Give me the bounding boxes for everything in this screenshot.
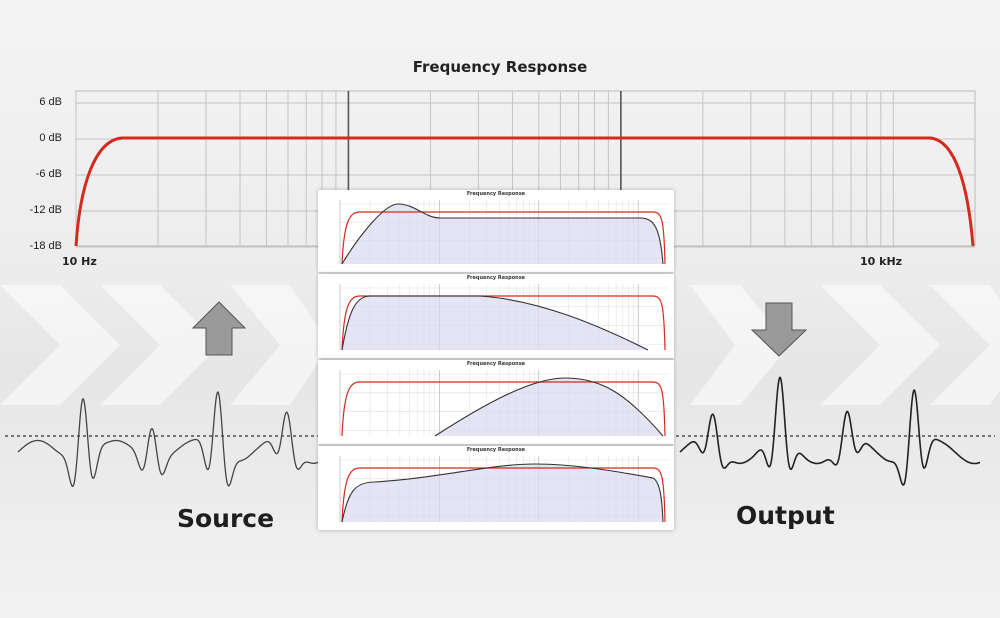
background-chevrons	[0, 285, 1000, 405]
mini-chart-plot	[339, 370, 668, 437]
y-tick-label: 0 dB	[39, 132, 62, 144]
main-chart-title: Frequency Response	[412, 58, 588, 76]
mini-chart-plot	[339, 200, 668, 265]
chevron-shape	[100, 285, 220, 405]
mini-chart-plot	[339, 456, 668, 523]
chevron-shape	[820, 285, 940, 405]
mini-chart-4: Frequency Response	[318, 446, 674, 530]
mini-response-curve	[341, 467, 666, 523]
mini-filter-fill	[342, 464, 663, 522]
mini-filter-curve	[434, 377, 664, 437]
mini-chart-2: Frequency Response	[318, 274, 674, 358]
mini-chart-title: Frequency Response	[466, 361, 526, 367]
mini-chart-1: Frequency Response	[318, 190, 674, 272]
y-tick-label: -6 dB	[35, 168, 62, 180]
chevron-shape	[0, 285, 120, 405]
mini-chart-3: Frequency Response	[318, 360, 674, 444]
y-tick-label: -12 dB	[29, 204, 62, 216]
chevron-shape	[690, 285, 790, 405]
mini-chart-plot	[339, 284, 668, 351]
mini-response-curve	[341, 295, 666, 351]
x-tick-label: 10 Hz	[62, 255, 97, 268]
source-label: Source	[177, 504, 275, 533]
y-tick-label: 6 dB	[39, 96, 62, 108]
mini-chart-title: Frequency Response	[466, 275, 526, 281]
mini-filter-curve	[341, 203, 664, 265]
arrow-down-icon	[750, 302, 808, 357]
y-tick-label: -18 dB	[29, 240, 62, 252]
mini-filter-curve	[341, 463, 664, 523]
mini-response-curve	[341, 211, 666, 265]
chevron-shape	[230, 285, 330, 405]
mini-filter-fill	[342, 204, 663, 264]
source-waveform	[17, 391, 323, 488]
arrow-up-icon	[191, 301, 247, 356]
x-tick-label: 10 kHz	[860, 255, 903, 268]
mini-filter-fill	[435, 378, 663, 436]
output-waveform	[679, 376, 981, 486]
mini-chart-title: Frequency Response	[466, 447, 526, 453]
mini-response-curve	[341, 381, 666, 437]
mini-filter-curve	[341, 295, 649, 351]
mini-chart-title: Frequency Response	[466, 191, 526, 197]
main-response-curve	[74, 136, 975, 247]
chevron-shape	[930, 285, 1000, 405]
output-label: Output	[736, 501, 835, 530]
mini-filter-fill	[342, 296, 663, 350]
